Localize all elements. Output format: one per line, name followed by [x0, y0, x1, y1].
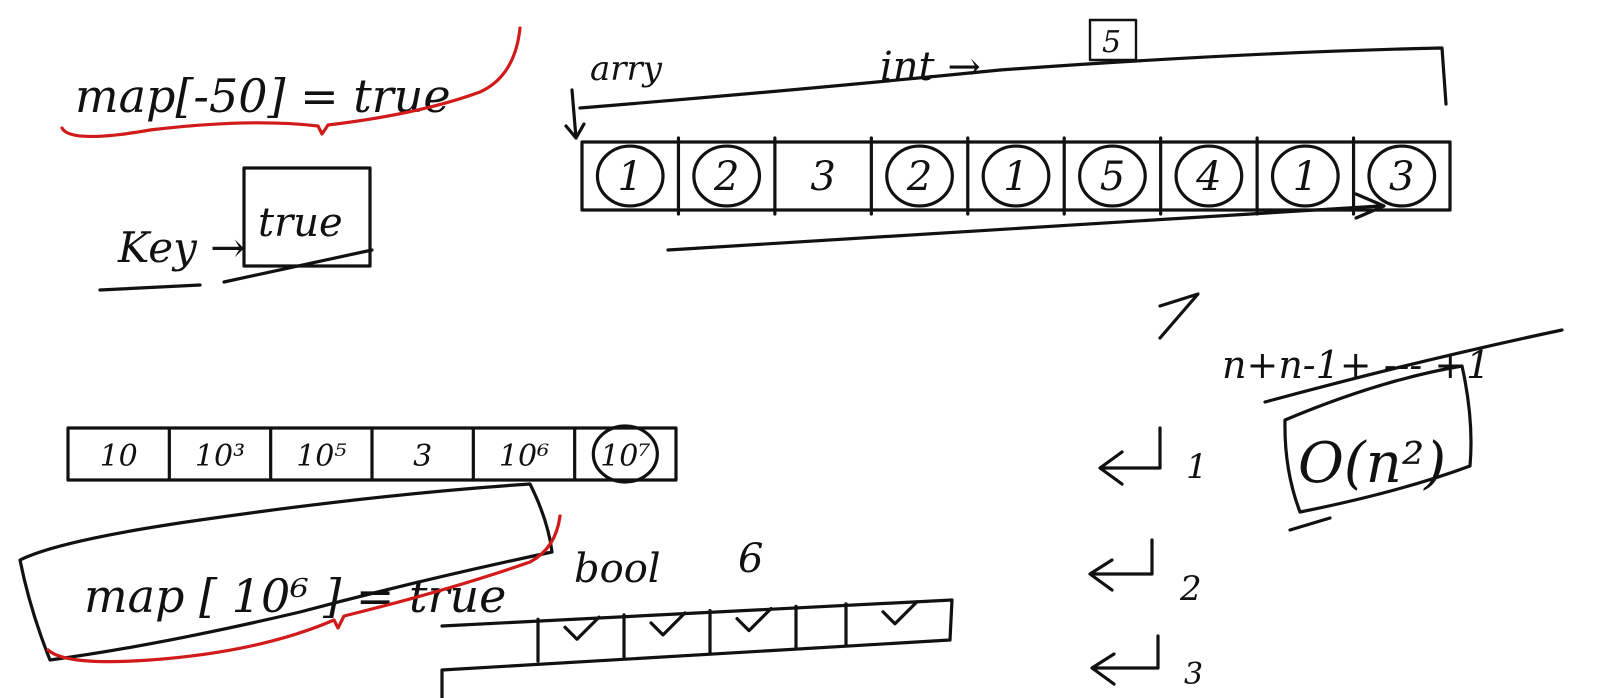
array-cell-circle — [1367, 144, 1437, 208]
scan-arrow — [666, 192, 1386, 252]
bool-check-icon — [881, 600, 919, 626]
step-2: 2 — [1088, 538, 1202, 609]
int-value-box — [1088, 18, 1138, 62]
map-10-6-text: map [ 10⁶ ] = true — [84, 569, 506, 623]
array-cell-value: 1 — [1003, 154, 1028, 200]
complexity-underline — [1288, 516, 1332, 532]
array-cell-value: 1 — [617, 154, 642, 200]
key-value-box — [242, 166, 372, 268]
key-value-underline — [222, 248, 374, 284]
big-array-cell-value: 3 — [413, 439, 432, 474]
key-arrow-text: Key → — [117, 223, 245, 272]
big-array-cell-value: 10⁷ — [600, 439, 650, 474]
array-cell-value: 5 — [1100, 154, 1125, 200]
complexity-box — [1283, 364, 1473, 514]
sum-underline — [1263, 328, 1564, 404]
big-array-circle — [591, 424, 659, 484]
svg-text:3: 3 — [1184, 657, 1203, 692]
bool-size: 6 — [738, 536, 763, 582]
array-cell-value: 3 — [810, 154, 835, 200]
bool-check-icon — [735, 607, 773, 633]
svg-text:2: 2 — [1179, 569, 1202, 609]
step-1: 1 — [1098, 426, 1208, 487]
big-array-cell-value: 10⁵ — [296, 439, 346, 474]
array-cell-value: 1 — [1293, 154, 1318, 200]
array-cell-circle — [1174, 144, 1244, 208]
step-3: 3 — [1090, 634, 1203, 692]
red-brace-top — [60, 26, 522, 139]
key-underline — [98, 283, 202, 292]
array-cell-circle — [692, 144, 762, 208]
complexity-text: O(n²) — [1298, 431, 1446, 496]
big-number-array: 10 10³ 10⁵ 3 10⁶ 10⁷ — [66, 424, 678, 484]
array-cell-circle — [1078, 144, 1147, 208]
array-cell-value: 2 — [906, 154, 932, 200]
big-array-cell-value: 10³ — [195, 439, 245, 474]
array-cell-circle — [981, 144, 1051, 208]
bool-check-icon — [649, 611, 687, 637]
svg-text:1: 1 — [1186, 447, 1208, 487]
red-brace-bottom — [46, 514, 562, 664]
array-cell-value: 3 — [1389, 154, 1414, 200]
key-value-text: true — [258, 200, 343, 246]
array-span-bracket — [578, 46, 1448, 110]
array-cell-circle — [595, 144, 665, 208]
array-label: arry — [590, 49, 663, 89]
big-array-cell-value: 10⁶ — [499, 439, 549, 474]
bool-label: bool — [574, 546, 661, 592]
int-value-text: 5 — [1102, 25, 1121, 60]
array-cell-value: 4 — [1195, 154, 1221, 200]
int-label: int → — [880, 44, 981, 90]
top-array: 1 2 3 2 1 5 4 1 3 — [580, 136, 1452, 216]
big-array-cell-value: 10 — [100, 439, 138, 474]
bool-check-icon — [563, 615, 601, 641]
map-10-6-outline — [18, 482, 554, 662]
array-cell-circle — [1270, 144, 1340, 208]
greater-than-mark — [1158, 292, 1200, 340]
map-neg50-text: map[-50] = true — [75, 69, 451, 123]
array-cell-circle — [885, 144, 954, 208]
bool-array — [440, 598, 954, 698]
array-start-arrow — [564, 88, 586, 140]
array-cell-value: 2 — [713, 154, 739, 200]
sum-series-text: n+n-1+ --- +1 — [1222, 343, 1490, 387]
